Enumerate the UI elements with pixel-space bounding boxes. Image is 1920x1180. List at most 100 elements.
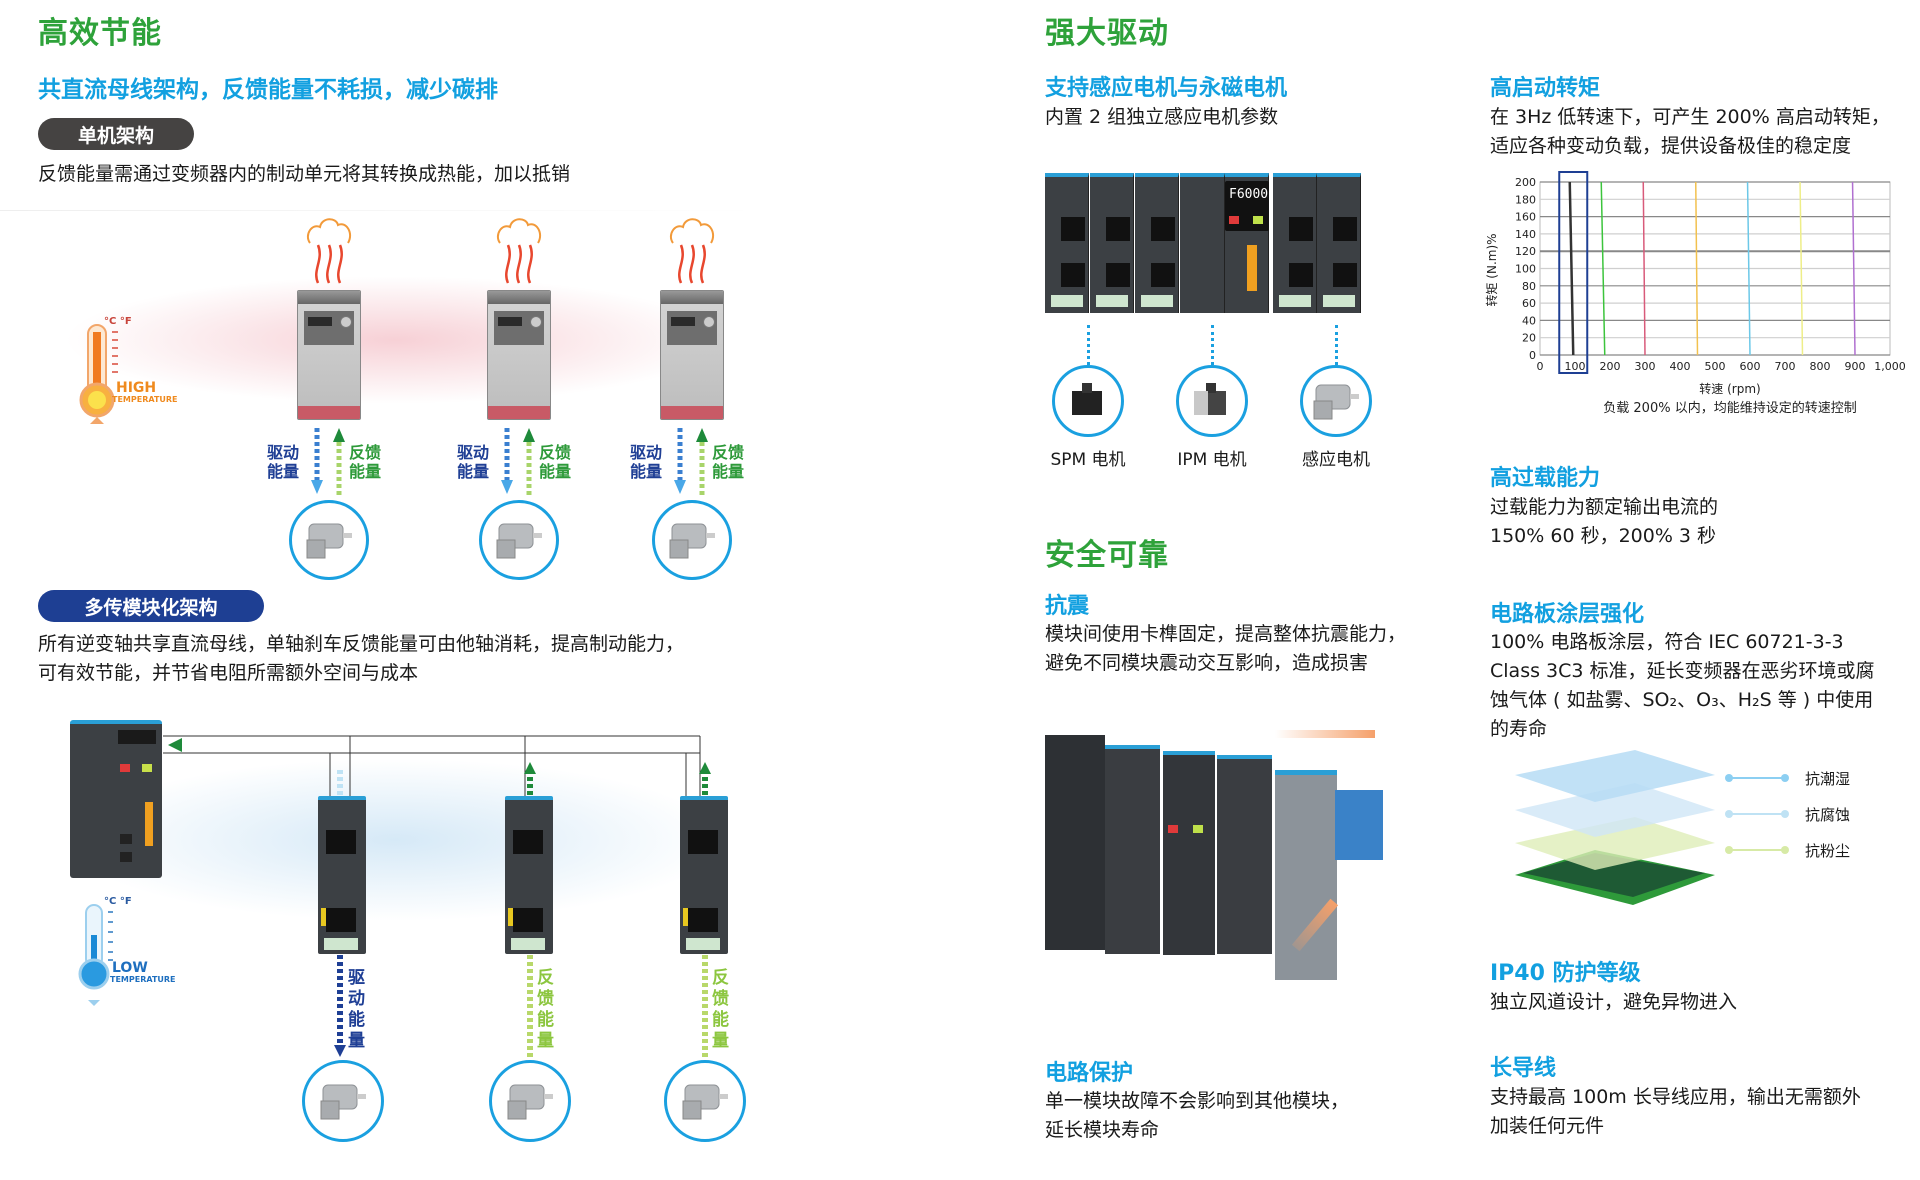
legend-dot-icon [1725,846,1733,854]
high-torque-line1: 在 3Hz 低转速下，可产生 200% 高启动转矩， [1490,106,1890,128]
feedback-energy-label: 反馈能量 [712,443,745,481]
chart-x-tick-label: 600 [1740,360,1761,373]
spm-motor-circle [1052,365,1124,437]
thermo-units-hot: °C °F [104,316,132,327]
high-torque-heading: 高启动转矩 [1490,76,1601,101]
terminal-block [145,802,153,846]
down-arrow-icon [311,480,323,494]
multi-architecture-desc-line2: 可有效节能，并节省电阻所需额外空间与成本 [38,662,419,684]
induction-motor-icon [496,523,542,559]
thermo-label-high: HIGH [116,380,157,396]
drive-energy-label: 驱动能量 [457,443,490,481]
feedback-energy-label: 反馈能量 [349,443,382,481]
long-cable-line2: 加装任何元件 [1490,1115,1605,1137]
up-arrow-icon [696,428,708,442]
chart-x-tick-label: 200 [1600,360,1621,373]
high-torque-line2: 适应各种变动负载，提供设备极佳的稳定度 [1490,135,1852,157]
pcb-coating-layers [1515,750,1715,905]
chart-x-tick-label: 100 [1565,360,1586,373]
energy-saving-subtitle: 共直流母线架构，反馈能量不耗损，减少碳排 [38,77,498,103]
inverter-unit [660,290,724,420]
thermo-label-temperature-cold: TEMPERATURE [110,975,176,984]
keypad-display: F6000 [1229,187,1269,202]
rack-module [1273,173,1317,313]
feedback-energy-vertical-label: 反馈能量 [712,968,729,1051]
up-arrow-icon [699,762,711,774]
motor-support-heading: 支持感应电机与永磁电机 [1045,76,1288,101]
chart-y-tick-label: 200 [1515,176,1536,189]
chart-x-tick-label: 900 [1845,360,1866,373]
long-cable-line1: 支持最高 100m 长导线应用，输出无需额外 [1490,1086,1861,1108]
chart-series-line [1746,181,1751,356]
main-drive-unit [70,720,162,878]
chart-y-tick-label: 120 [1515,245,1536,258]
chart-y-tick-label: 180 [1515,193,1536,206]
chart-y-axis-label: 转矩 (N.m)% [1484,233,1499,306]
energy-flow-arrows [311,428,345,496]
thermo-label-temperature: TEMPERATURE [112,395,178,404]
heat-plume-icon [304,215,354,285]
run-key [1253,216,1263,224]
coating-heading: 电路板涂层强化 [1490,602,1645,627]
inverter-axis-module [505,796,553,954]
motor-type-label: SPM 电机 [1050,450,1126,470]
chart-y-tick-label: 100 [1515,263,1536,276]
induction-motor-icon [1313,384,1359,420]
ethernet-port [120,852,132,862]
section-title-energy-saving: 高效节能 [38,16,162,51]
coating-layer-legend-item: 抗腐蚀 [1725,804,1915,824]
corrosion-layer [1515,783,1715,837]
anti-vibration-line2: 避免不同模块震动交互影响，造成损害 [1045,652,1369,674]
chart-highlight-box [1558,171,1589,374]
overload-line1: 过载能力为额定输出电流的 [1490,496,1719,518]
section-title-safety: 安全可靠 [1045,538,1169,573]
chart-y-tick-label: 60 [1522,297,1536,310]
motor-circle [489,1060,571,1142]
stop-key [120,764,130,772]
inverter-unit [487,290,551,420]
inverter-axis-module [318,796,366,954]
thermometer-hot-icon [79,324,118,424]
high-temperature-thermometer: °C °F HIGH TEMPERATURE [70,316,190,430]
ipm-motor-circle [1176,365,1248,437]
circuit-protection-line2: 延长模块寿命 [1045,1119,1160,1141]
single-architecture-desc: 反馈能量需通过变频器内的制动单元将其转换成热能，加以抵销 [38,163,571,185]
thermometer-cold-icon [78,904,113,1006]
chart-series-line [1799,181,1804,356]
long-cable-heading: 长导线 [1490,1056,1557,1081]
motor-circle [664,1060,746,1142]
connection-line [1087,325,1090,365]
drive-energy-label: 驱动能量 [630,443,663,481]
feedback-energy-label: 反馈能量 [539,443,572,481]
coating-layer-legend-item: 抗粉尘 [1725,840,1915,860]
drive-energy-vertical-label: 驱动能量 [348,968,365,1051]
servo-motor-black-icon [1072,383,1102,415]
legend-line [1729,849,1785,851]
circuit-protection-heading: 电路保护 [1045,1061,1134,1086]
energy-flow-arrows [501,428,535,496]
motor-circle [479,500,559,580]
legend-label: 抗腐蚀 [1805,806,1851,824]
legend-dot-icon [1781,774,1789,782]
overload-line2: 150% 60 秒，200% 3 秒 [1490,525,1717,547]
anti-vibration-heading: 抗震 [1045,594,1090,619]
drive-energy-label: 驱动能量 [267,443,300,481]
down-arrow-icon [334,1045,346,1057]
inverter-axis-module [680,796,728,954]
chart-y-tick-label: 140 [1515,228,1536,241]
chart-y-tick-label: 40 [1522,314,1536,327]
keypad: F6000 [1225,181,1269,231]
induction-motor-icon [669,523,715,559]
chart-series-line [1642,181,1646,356]
terminal-block [1247,245,1257,291]
legend-line [1729,813,1785,815]
motor-circle [289,500,369,580]
motor-circle [652,500,732,580]
up-arrow-icon [524,762,536,774]
coating-line4: 的寿命 [1490,718,1548,740]
thermo-label-low: LOW [112,960,148,976]
chart-y-tick-label: 0 [1529,349,1536,362]
thermo-units-cold: °C °F [104,896,132,907]
up-arrow-icon [523,428,535,442]
heat-band [30,255,760,425]
